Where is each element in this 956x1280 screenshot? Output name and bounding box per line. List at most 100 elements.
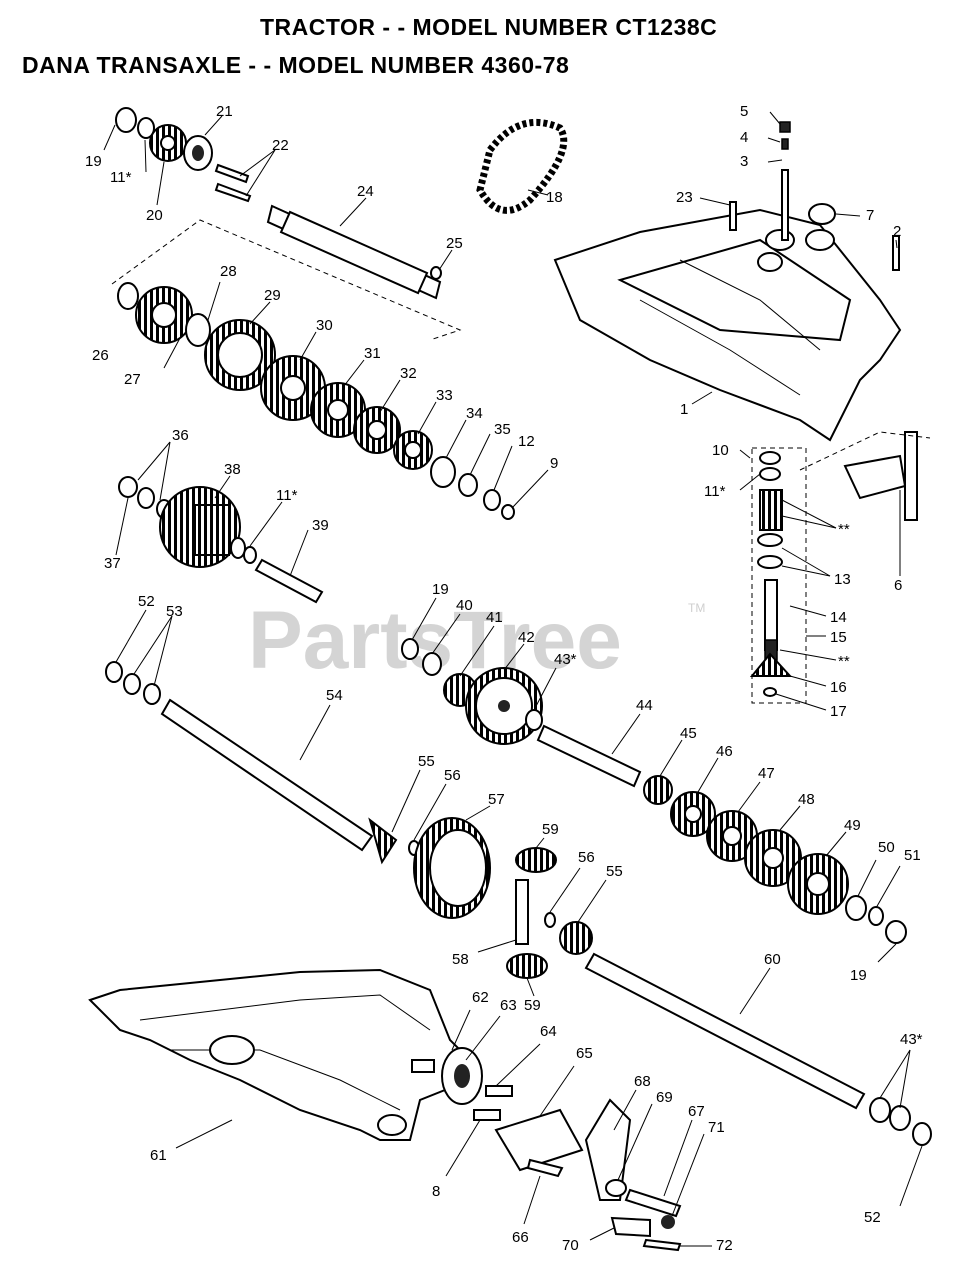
watermark-trademark: TM	[688, 601, 705, 615]
label-63: 63	[500, 997, 517, 1014]
label-52: 52	[138, 593, 155, 610]
label-23: 23	[676, 189, 693, 206]
label-66: 66	[512, 1229, 529, 1246]
label-29: 29	[264, 287, 281, 304]
label-56: 56	[444, 767, 461, 784]
label-43-b: 43*	[900, 1031, 923, 1048]
label-36: 36	[172, 427, 189, 444]
label-70: 70	[562, 1237, 579, 1254]
drive-chain	[476, 118, 568, 214]
label-59: 59	[542, 821, 559, 838]
label-5: 5	[740, 103, 748, 120]
label-56-b: 56	[578, 849, 595, 866]
label-33: 33	[436, 387, 453, 404]
label-53: 53	[166, 603, 183, 620]
label-41: 41	[486, 609, 503, 626]
label-22: 22	[272, 137, 289, 154]
label-51: 51	[904, 847, 921, 864]
label-6: 6	[894, 577, 902, 594]
part-group-upper-shaft	[115, 107, 442, 300]
label-55: 55	[418, 753, 435, 770]
countershaft-gears	[536, 724, 907, 944]
label-42: 42	[518, 629, 535, 646]
label-69: 69	[656, 1089, 673, 1106]
label-26: 26	[92, 347, 109, 364]
label-64: 64	[540, 1023, 557, 1040]
label-25: 25	[446, 235, 463, 252]
label-52-b: 52	[864, 1209, 881, 1226]
label-21: 21	[216, 103, 233, 120]
label-8: 8	[432, 1183, 440, 1200]
label-4: 4	[740, 129, 748, 146]
label-32: 32	[400, 365, 417, 382]
label-60: 60	[764, 951, 781, 968]
part-number-labels: 19 11* 20 21 22 24 25 18 5 4 3 23 7 2 1 …	[85, 103, 923, 1254]
label-16: 16	[830, 679, 847, 696]
label-71: 71	[708, 1119, 725, 1136]
brake-assembly	[441, 1047, 682, 1252]
transaxle-upper-housing	[553, 121, 902, 442]
label-35: 35	[494, 421, 511, 438]
label-37: 37	[104, 555, 121, 572]
label-45: 45	[680, 725, 697, 742]
label-10: 10	[712, 442, 729, 459]
label-38: 38	[224, 461, 241, 478]
label-14: 14	[830, 609, 847, 626]
label-46: 46	[716, 743, 733, 760]
gear-stack	[117, 282, 515, 520]
diagram-title-transaxle: DANA TRANSAXLE - - MODEL NUMBER 4360-78	[22, 52, 570, 78]
label-65: 65	[576, 1045, 593, 1062]
differential-assembly	[413, 817, 593, 979]
label-31: 31	[364, 345, 381, 362]
label-57: 57	[488, 791, 505, 808]
label-68: 68	[634, 1073, 651, 1090]
label-34: 34	[466, 405, 483, 422]
label-48: 48	[798, 791, 815, 808]
axle-60	[584, 952, 932, 1146]
reduction-gear	[401, 638, 543, 745]
label-50: 50	[878, 839, 895, 856]
label-62: 62	[472, 989, 489, 1006]
label-1: 1	[680, 401, 688, 418]
label-12: 12	[518, 433, 535, 450]
label-72: 72	[716, 1237, 733, 1254]
label-67: 67	[688, 1103, 705, 1120]
label-19: 19	[85, 153, 102, 170]
leader-lines	[103, 111, 923, 1247]
label-11-b: 11*	[276, 487, 298, 504]
label-19-c: 19	[850, 967, 867, 984]
shift-bracket	[843, 431, 918, 521]
label-54: 54	[326, 687, 343, 704]
label-13: 13	[834, 571, 851, 588]
label-28: 28	[220, 263, 237, 280]
label-40: 40	[456, 597, 473, 614]
label-15: 15	[830, 629, 847, 646]
label-59-b: 59	[524, 997, 541, 1014]
label-11: 11*	[110, 169, 132, 186]
label-24: 24	[357, 183, 374, 200]
label-49: 49	[844, 817, 861, 834]
gear-cluster	[118, 476, 324, 604]
label-19-b: 19	[432, 581, 449, 598]
label-11-c: 11*	[704, 483, 726, 500]
label-30: 30	[316, 317, 333, 334]
label-17: 17	[830, 703, 847, 720]
transaxle-lower-housing	[88, 968, 471, 1141]
label-7: 7	[866, 207, 874, 224]
diagram-title-tractor: TRACTOR - - MODEL NUMBER CT1238C	[260, 14, 718, 40]
label-44: 44	[636, 697, 653, 714]
label-27: 27	[124, 371, 141, 388]
label-double-star-b: **	[838, 653, 850, 670]
label-2: 2	[893, 223, 901, 240]
shaft-54	[105, 661, 420, 865]
assembly-guide-line	[111, 219, 462, 341]
label-3: 3	[740, 153, 748, 170]
label-18: 18	[546, 189, 563, 206]
label-39: 39	[312, 517, 329, 534]
shift-shaft-assembly	[749, 447, 807, 704]
label-55-b: 55	[606, 863, 623, 880]
label-43: 43*	[554, 651, 577, 668]
label-9: 9	[550, 455, 558, 472]
assembly-guide-line	[799, 431, 931, 471]
